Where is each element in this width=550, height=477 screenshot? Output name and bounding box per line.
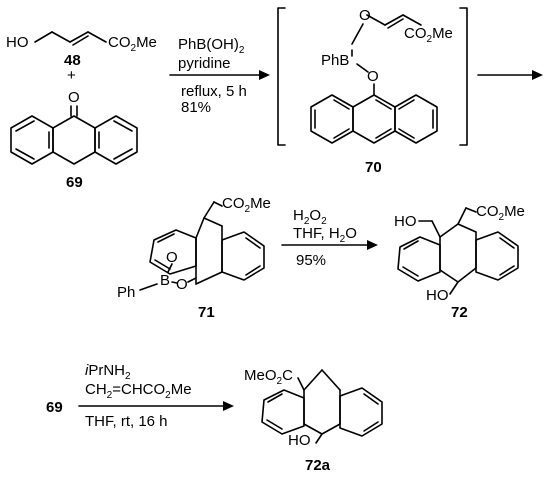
step3-reagent-1: iPrNH2 [85,362,131,382]
o-label-71a: O [166,249,178,266]
step2-reagent-1: H2O2 [293,207,327,227]
compound-72-structure: HO CO2Me HO [394,203,525,304]
co2me-label-48: CO2Me [108,34,157,54]
reaction-arrow-2 [281,240,378,250]
phb-label: PhB [321,52,349,69]
right-bracket [459,7,468,146]
compound-48-structure: HO CO2Me [6,31,157,54]
carbonyl-o-label: O [68,89,80,106]
step1-condition-1: reflux, 5 h [181,83,247,100]
co2me-label-72: CO2Me [476,203,525,223]
ho-label-72b: HO [426,287,449,304]
ho-label: HO [6,34,29,51]
compound-71-structure: CO2Me O B O Ph [117,195,271,301]
plus-sign: + [67,67,76,84]
compound-label-48: 48 [64,52,81,69]
compound-72a-structure: MeO2C HO [244,367,383,449]
ho-label-72a-bridge: HO [288,432,311,449]
step3-reagent-2: CH2=CHCO2Me [85,381,192,401]
compound-label-70: 70 [365,159,382,176]
step1-condition-2: 81% [181,99,211,116]
step2-condition-1: 95% [296,252,326,269]
step3-condition-1: THF, rt, 16 h [85,413,168,430]
compound-label-72: 72 [451,304,468,321]
step1-reagent-1: PhB(OH)2 [178,36,245,56]
compound-69-structure: O [10,89,138,165]
co2me-label-71: CO2Me [222,195,271,215]
meo2c-label-72a: MeO2C [244,367,293,387]
reaction-arrow-continuation [477,70,543,80]
step1-reagent-2: pyridine [178,55,231,72]
compound-label-71: 71 [198,304,215,321]
reaction-arrow-1 [169,70,270,80]
left-bracket [277,7,286,146]
b-label-71: B [160,272,170,289]
o-label-70-bottom: O [367,68,379,85]
compound-label-69: 69 [66,174,83,191]
ph-label-71: Ph [117,284,135,301]
intermediate-70-structure: O CO2Me PhB O [310,7,453,144]
compound-label-69-start: 69 [46,399,63,416]
compound-label-72a: 72a [305,457,331,474]
ho-label-72a: HO [394,213,417,230]
o-label-70-top: O [359,7,371,24]
step2-reagent-2: THF, H2O [293,225,357,245]
co2me-label-70: CO2Me [404,25,453,45]
o-label-71b: O [176,276,188,293]
reaction-arrow-3 [78,401,234,411]
